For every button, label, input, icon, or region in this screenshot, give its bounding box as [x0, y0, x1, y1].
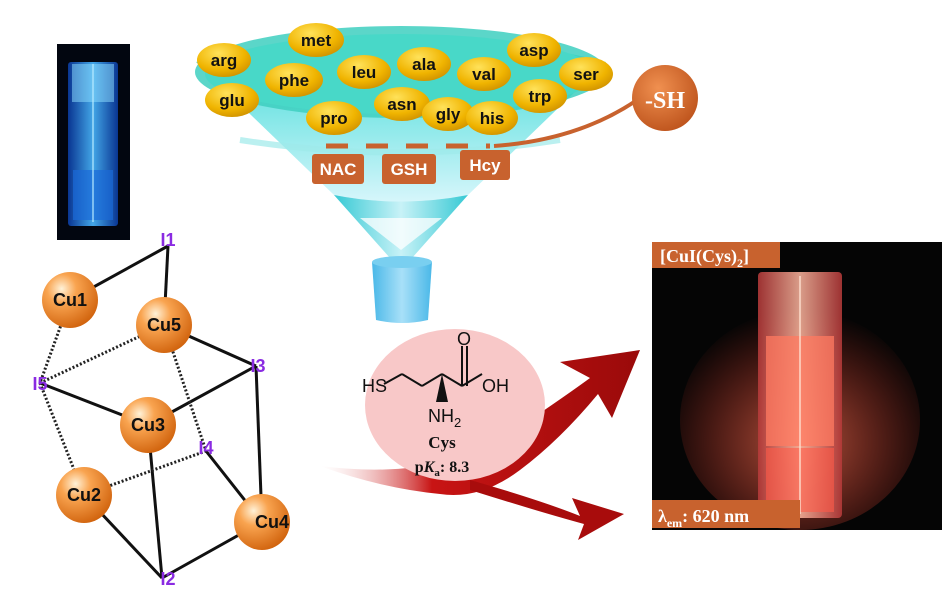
cu5i5-cluster: Cu1 Cu5 Cu3 Cu2 Cu4 I1 I3 I5 I4 I2 — [32, 230, 290, 589]
svg-text:val: val — [472, 65, 496, 84]
atom-o: O — [457, 329, 471, 349]
svg-text:phe: phe — [279, 71, 309, 90]
cu1-sphere — [42, 272, 98, 328]
thiol-filter-line — [326, 96, 642, 149]
cu5-sphere — [136, 297, 192, 353]
atom-nh2: NH2 — [428, 406, 461, 430]
cu4-sphere — [234, 494, 290, 550]
i5-label: I5 — [32, 374, 47, 394]
thiol-box-nac: NAC — [312, 154, 364, 184]
blue-cuvette-photo — [57, 44, 130, 240]
bead-pro: pro — [306, 101, 362, 135]
wedge-bond — [436, 374, 448, 402]
bead-asn: asn — [374, 87, 430, 121]
thiol-box-gsh: GSH — [382, 154, 436, 184]
svg-text:met: met — [301, 31, 332, 50]
svg-text:GSH: GSH — [391, 160, 428, 179]
bead-arg: arg — [197, 43, 251, 77]
i2-label: I2 — [160, 569, 175, 589]
pink-circle — [365, 329, 545, 481]
svg-text:his: his — [480, 109, 505, 128]
sh-label: -SH — [645, 88, 685, 114]
cysteine-structure: O OH HS NH2 Cys pKa: 8.3 — [362, 329, 545, 481]
cu3-label: Cu3 — [131, 415, 165, 435]
sh-group-circle: -SH — [632, 65, 698, 131]
bead-met: met — [288, 23, 344, 57]
svg-text:asn: asn — [387, 95, 416, 114]
thiol-box-hcy: Hcy — [460, 150, 510, 180]
amino-acid-beads: arg met asp ala phe leu val ser glu trp … — [197, 23, 613, 135]
svg-text:glu: glu — [219, 91, 245, 110]
i4-label: I4 — [198, 438, 213, 458]
cu3-sphere — [120, 397, 176, 453]
cu4-label: Cu4 — [255, 512, 289, 532]
svg-text:ala: ala — [412, 55, 436, 74]
emission-label: λem: 620 nm — [652, 500, 800, 530]
atom-hs: HS — [362, 376, 387, 396]
bead-trp: trp — [513, 79, 567, 113]
bead-his: his — [466, 101, 518, 135]
bead-glu: glu — [205, 83, 259, 117]
red-cuvette-photo — [652, 242, 942, 530]
bead-ser: ser — [559, 57, 613, 91]
bead-leu: leu — [337, 55, 391, 89]
bead-val: val — [457, 57, 511, 91]
cu2-sphere — [56, 467, 112, 523]
atom-oh: OH — [482, 376, 509, 396]
svg-text:[CuI(Cys)2]: [CuI(Cys)2] — [660, 246, 749, 270]
svg-text:pro: pro — [320, 109, 347, 128]
svg-text:Hcy: Hcy — [469, 156, 501, 175]
svg-text:ser: ser — [573, 65, 599, 84]
bead-ala: ala — [397, 47, 451, 81]
svg-text:leu: leu — [352, 63, 377, 82]
thiol-boxes: NAC GSH Hcy — [312, 150, 510, 184]
svg-text:arg: arg — [211, 51, 237, 70]
i3-label: I3 — [250, 356, 265, 376]
bead-asp: asp — [507, 33, 561, 67]
bead-gly: gly — [422, 97, 474, 131]
i1-label: I1 — [160, 230, 175, 250]
pka-label: pKa: 8.3 — [415, 459, 469, 479]
svg-text:asp: asp — [519, 41, 548, 60]
svg-text:λem: 620 nm: λem: 620 nm — [658, 506, 749, 530]
cu2-label: Cu2 — [67, 485, 101, 505]
bead-phe: phe — [265, 63, 323, 97]
molecule-name: Cys — [428, 433, 456, 452]
svg-text:NAC: NAC — [320, 160, 357, 179]
cu1-label: Cu1 — [53, 290, 87, 310]
red-photo-title: [CuI(Cys)2] — [652, 242, 780, 270]
svg-text:gly: gly — [436, 105, 461, 124]
cu5-label: Cu5 — [147, 315, 181, 335]
svg-text:trp: trp — [529, 87, 552, 106]
